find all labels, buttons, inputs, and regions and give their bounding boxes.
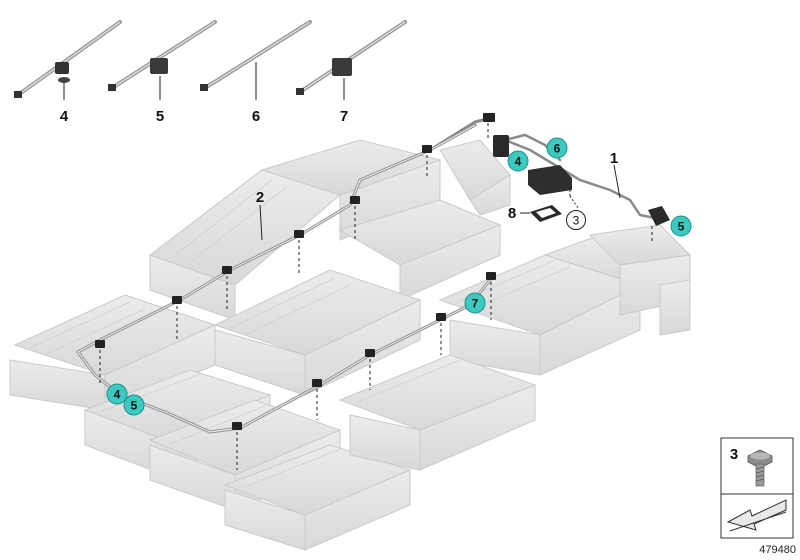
dash-leader (569, 195, 579, 209)
battery-module-row-front (83, 354, 537, 551)
clip-7-drawing (296, 20, 407, 100)
control-unit-block (528, 165, 572, 195)
badge-5-right: 5 (670, 215, 692, 237)
svg-text:5: 5 (131, 399, 138, 413)
part-8-gasket (530, 205, 562, 222)
wire-harness-1 (503, 133, 657, 220)
leader-line-1 (613, 164, 621, 199)
badge-7-mid: 7 (464, 292, 486, 314)
badge-6-top: 6 (546, 137, 568, 159)
dash-leaders (99, 123, 492, 470)
direction-arrow-icon (726, 499, 787, 532)
svg-text:3: 3 (573, 214, 580, 228)
plug-connector (493, 135, 509, 157)
inset-screw-label: 3 (730, 446, 738, 463)
badge-4-top: 4 (507, 150, 529, 172)
battery-modules (9, 139, 692, 551)
label-part-8: 8 (508, 205, 516, 222)
battery-module-row-mid (9, 234, 682, 411)
label-harness-2: 2 (256, 189, 264, 206)
label-clip-6: 6 (252, 108, 260, 125)
connector (172, 296, 182, 304)
label-clip-4: 4 (60, 108, 69, 125)
svg-text:5: 5 (678, 220, 685, 234)
connector (312, 379, 322, 387)
inset-direction-box (720, 493, 794, 539)
connector (483, 113, 495, 122)
svg-text:4: 4 (114, 388, 121, 402)
harness-connectors (95, 113, 496, 430)
end-connector (648, 206, 670, 226)
svg-text:6: 6 (554, 142, 561, 156)
svg-text:4: 4 (515, 155, 522, 169)
connector (95, 340, 105, 348)
inset-screw-box: 3 (720, 437, 794, 495)
clip-4-drawing (14, 20, 122, 100)
connector (232, 422, 242, 430)
diagram-ref-number: 479480 (759, 544, 796, 556)
clip-5-drawing (108, 20, 217, 100)
label-clip-7: 7 (340, 108, 348, 125)
badge-4-left: 4 (106, 383, 128, 405)
badge-5-left: 5 (123, 394, 145, 416)
label-harness-1: 1 (610, 150, 618, 167)
circled-ref-3: 3 (566, 210, 586, 230)
screw-icon (747, 449, 773, 487)
raised-panel (439, 139, 511, 216)
module-texture (29, 179, 571, 488)
connector (486, 272, 496, 280)
leader-line-2 (259, 204, 263, 241)
harness-1-parts (493, 135, 670, 242)
control-box-right (588, 224, 692, 336)
connector (294, 230, 304, 238)
connector (222, 266, 232, 274)
connector (350, 196, 360, 204)
connector (422, 145, 432, 153)
clip-6-drawing (200, 20, 312, 100)
connector (365, 349, 375, 357)
label-clip-5: 5 (156, 108, 164, 125)
connector (436, 313, 446, 321)
svg-text:7: 7 (472, 297, 479, 311)
